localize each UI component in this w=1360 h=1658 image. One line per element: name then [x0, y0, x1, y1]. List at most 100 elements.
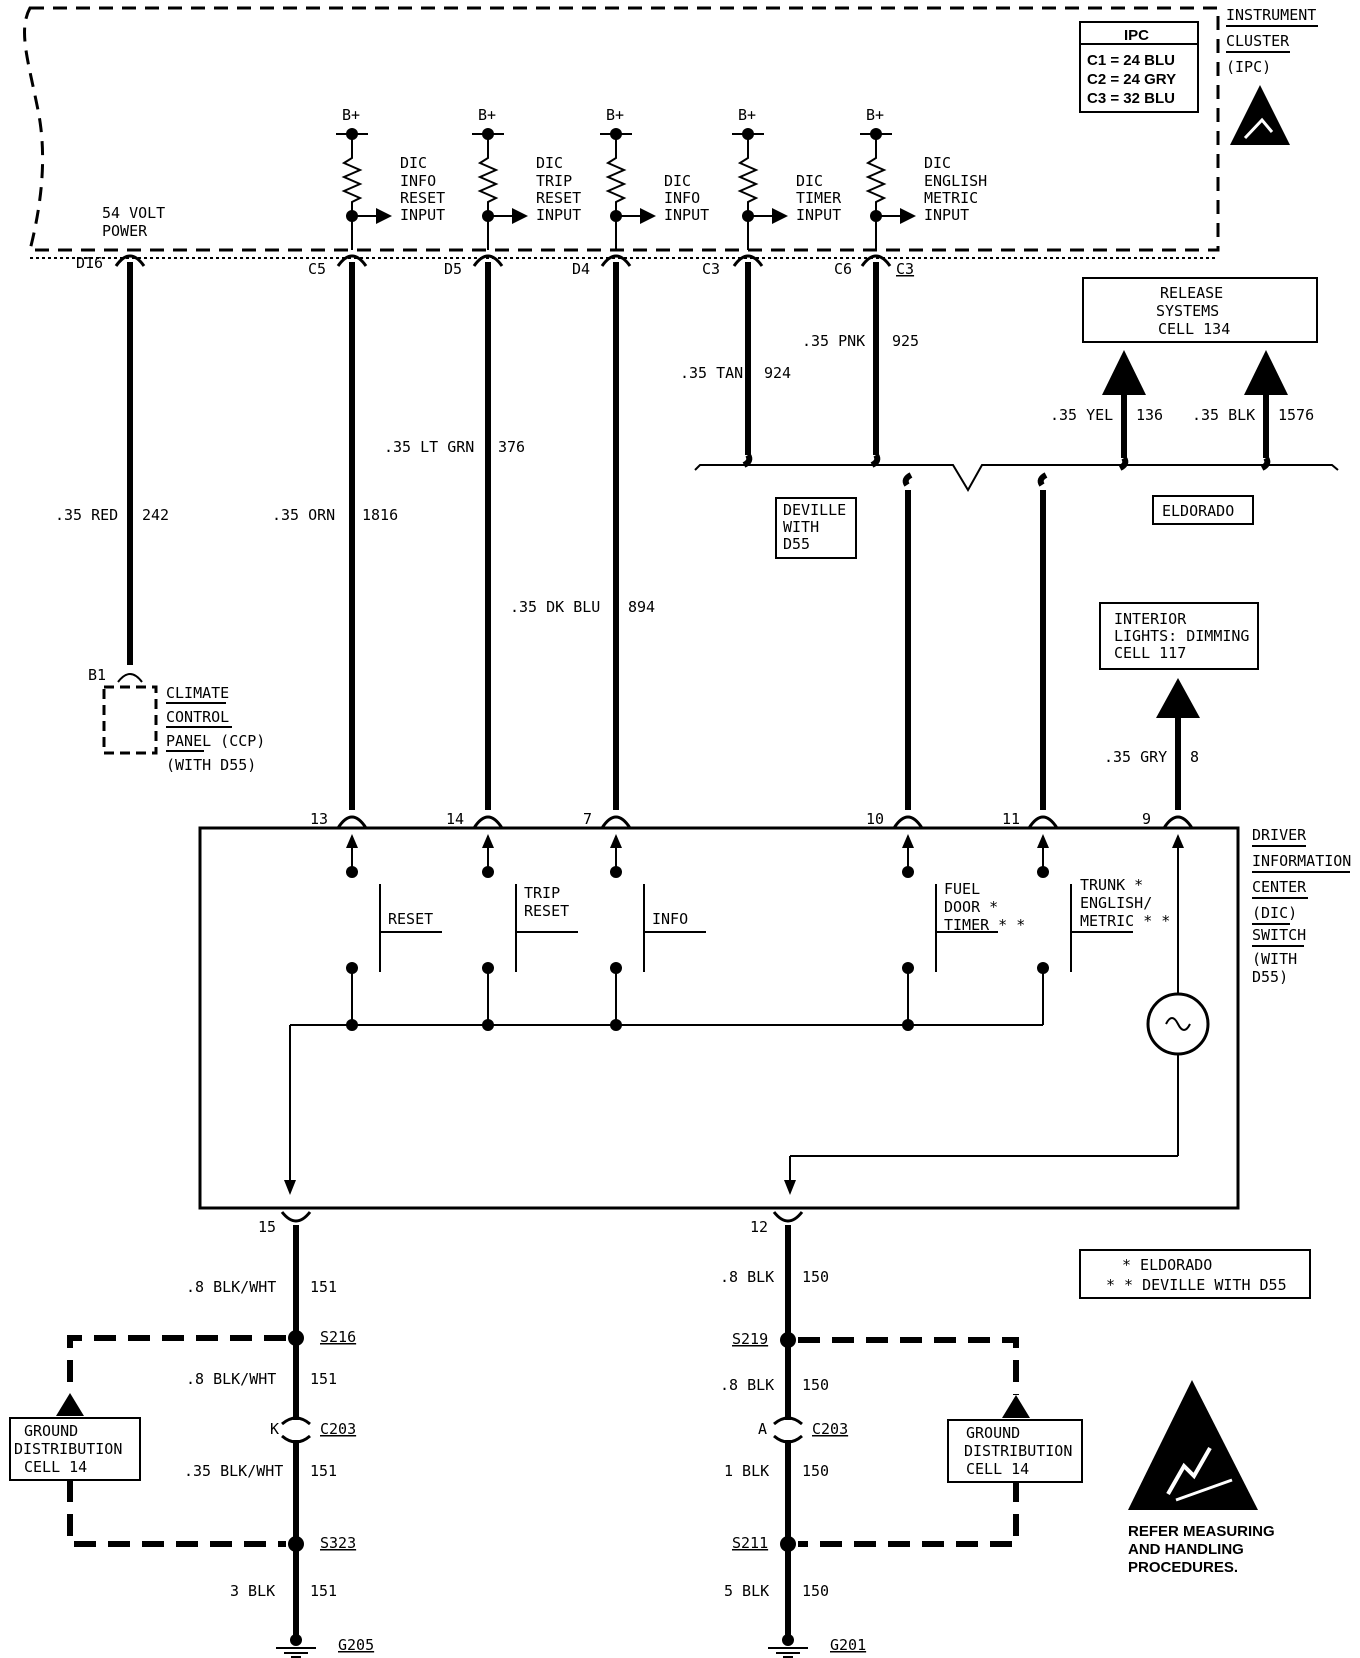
svg-text:.35 RED: .35 RED — [55, 506, 118, 524]
svg-text:DISTRIBUTION: DISTRIBUTION — [964, 1442, 1072, 1460]
ipc-inputs: B+DICINFORESETINPUTB+DICTRIPRESETINPUTB+… — [336, 106, 987, 250]
svg-text:C3: C3 — [896, 260, 914, 278]
svg-text:PANEL (CCP): PANEL (CCP) — [166, 732, 265, 750]
svg-text:3 BLK: 3 BLK — [230, 1582, 275, 1600]
wire-1816: .35 ORN 1816 — [272, 262, 398, 810]
svg-text:INFORMATION: INFORMATION — [1252, 852, 1351, 870]
ground-dist-right: GROUND DISTRIBUTION CELL 14 — [798, 1337, 1083, 1547]
svg-text:.35 ORN: .35 ORN — [272, 506, 335, 524]
svg-text:.8 BLK/WHT: .8 BLK/WHT — [186, 1278, 276, 1296]
option-divider — [694, 464, 1339, 492]
ipc-label: INSTRUMENT CLUSTER (IPC) — [1226, 6, 1318, 76]
svg-text:C203: C203 — [320, 1420, 356, 1438]
dic-lamp — [784, 834, 1210, 1195]
svg-text:D5: D5 — [444, 260, 462, 278]
ground-path-right: .8 BLK 150 .8 BLK 150 1 BLK 150 5 BLK 15… — [720, 1225, 866, 1658]
ipc-input-label: DIC — [536, 154, 563, 172]
svg-text:G205: G205 — [338, 1636, 374, 1654]
ipc-input-label: RESET — [400, 189, 445, 207]
svg-text:G201: G201 — [830, 1636, 866, 1654]
svg-text:151: 151 — [310, 1278, 337, 1296]
ipc-input-label: INPUT — [536, 206, 581, 224]
svg-text:14: 14 — [446, 810, 464, 828]
svg-text:GROUND: GROUND — [966, 1424, 1020, 1442]
svg-text:POWER: POWER — [102, 222, 148, 240]
svg-text:C1 = 24 BLU: C1 = 24 BLU — [1087, 52, 1175, 69]
svg-text:1 BLK: 1 BLK — [724, 1462, 769, 1480]
svg-text:CONTROL: CONTROL — [166, 708, 229, 726]
connector-cup — [336, 815, 368, 829]
dic-pin-labels: 13 14 7 10 11 9 — [310, 810, 1151, 828]
bplus-label: B+ — [738, 106, 756, 124]
ipc-input-label: INFO — [664, 189, 700, 207]
dic-switch-2: INFO — [610, 834, 706, 1025]
ipc-input-label: DIC — [664, 172, 691, 190]
switch-label: RESET — [388, 910, 433, 928]
svg-text:B1: B1 — [88, 666, 106, 684]
svg-text:S216: S216 — [320, 1328, 356, 1346]
svg-text:CLUSTER: CLUSTER — [1226, 32, 1290, 50]
svg-text:CELL 14: CELL 14 — [966, 1460, 1029, 1478]
svg-text:C2 = 24 GRY: C2 = 24 GRY — [1087, 71, 1176, 88]
ipc-connector-table: IPC C1 = 24 BLU C2 = 24 GRY C3 = 32 BLU — [1079, 21, 1199, 113]
legend-box: * ELDORADO * * DEVILLE WITH D55 — [1079, 1249, 1311, 1299]
connector-cup — [732, 254, 764, 267]
ipc-input-label: TRIP — [536, 172, 572, 190]
bplus-label: B+ — [866, 106, 884, 124]
svg-text:(DIC): (DIC) — [1252, 904, 1297, 922]
svg-text:151: 151 — [310, 1582, 337, 1600]
connector-cup — [1162, 815, 1194, 829]
connector-cup — [860, 254, 892, 267]
svg-text:925: 925 — [892, 332, 919, 350]
svg-text:12: 12 — [750, 1218, 768, 1236]
svg-text:.35 YEL: .35 YEL — [1050, 406, 1113, 424]
svg-text:1576: 1576 — [1278, 406, 1314, 424]
svg-text:AND HANDLING: AND HANDLING — [1128, 1541, 1244, 1558]
deville-box: DEVILLE WITH D55 — [775, 497, 857, 559]
connector-cup — [600, 254, 632, 267]
svg-text:.35 PNK: .35 PNK — [802, 332, 865, 350]
ipc-input-label: RESET — [536, 189, 581, 207]
svg-text:5 BLK: 5 BLK — [724, 1582, 769, 1600]
switch-label: TRUNK * — [1080, 876, 1143, 894]
svg-text:C3: C3 — [702, 260, 720, 278]
connector-cup — [472, 815, 504, 829]
svg-text:DISTRIBUTION: DISTRIBUTION — [14, 1440, 122, 1458]
svg-text:RELEASE: RELEASE — [1160, 284, 1223, 302]
switch-label: INFO — [652, 910, 688, 928]
ipc-input-label: ENGLISH — [924, 172, 987, 190]
ipc-input-label: DIC — [796, 172, 823, 190]
dic-label: DRIVER INFORMATION CENTER (DIC) SWITCH (… — [1252, 826, 1351, 986]
svg-text:150: 150 — [802, 1376, 829, 1394]
svg-text:K: K — [270, 1420, 279, 1438]
connector-cup — [472, 254, 504, 267]
svg-text:S323: S323 — [320, 1534, 356, 1552]
dic-common-bus — [284, 968, 1044, 1195]
svg-text:D55: D55 — [783, 535, 810, 553]
dimming-box: INTERIOR LIGHTS: DIMMING CELL 117 — [1099, 602, 1259, 670]
svg-text:11: 11 — [1002, 810, 1020, 828]
wire-deville-10 — [902, 472, 913, 810]
svg-text:(WITH: (WITH — [1252, 950, 1297, 968]
switch-label: RESET — [524, 902, 569, 920]
power-label: 54 VOLT POWER — [102, 204, 165, 240]
svg-text:IPC: IPC — [1124, 27, 1149, 44]
svg-text:151: 151 — [310, 1462, 337, 1480]
wire-376: .35 LT GRN 376 — [384, 262, 525, 810]
svg-text:.35 TAN: .35 TAN — [680, 364, 743, 382]
svg-text:DRIVER: DRIVER — [1252, 826, 1307, 844]
svg-text:376: 376 — [498, 438, 525, 456]
dic-switch-box — [198, 826, 1240, 1210]
svg-text:.35 BLK: .35 BLK — [1192, 406, 1255, 424]
svg-text:.35 LT GRN: .35 LT GRN — [384, 438, 474, 456]
ipc-input-label: INFO — [400, 172, 436, 190]
svg-text:DEVILLE: DEVILLE — [783, 501, 846, 519]
svg-text:242: 242 — [142, 506, 169, 524]
svg-text:INSTRUMENT: INSTRUMENT — [1226, 6, 1316, 24]
svg-text:CELL 134: CELL 134 — [1158, 320, 1230, 338]
svg-text:A: A — [758, 1420, 767, 1438]
connector-cup — [114, 254, 146, 267]
